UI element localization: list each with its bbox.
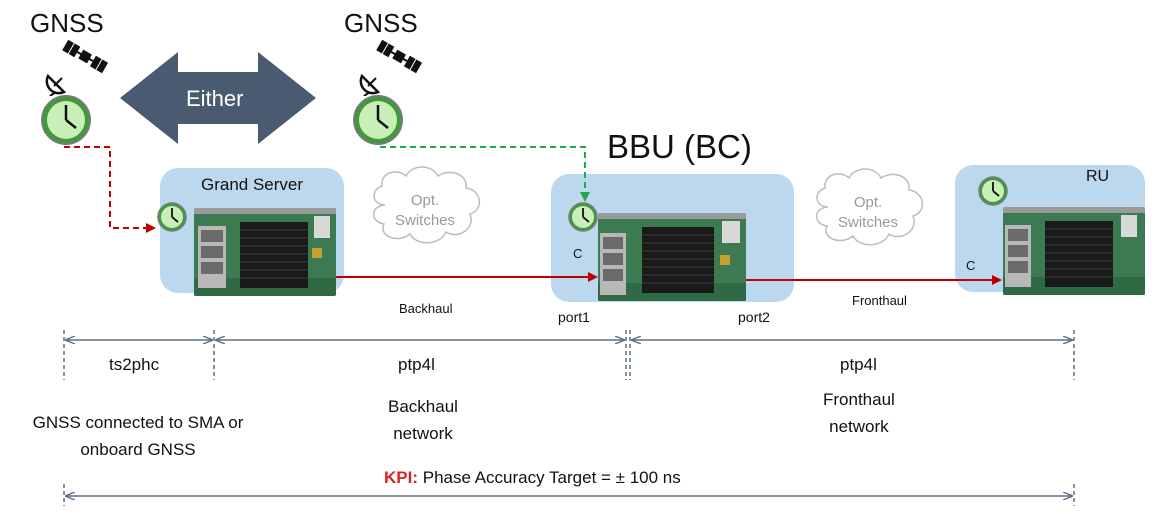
bbu-title: BBU (BC)	[607, 128, 752, 165]
c-label-ru: C	[966, 258, 976, 273]
antenna-icon-left	[44, 70, 70, 96]
clock-icon-ru	[978, 176, 1008, 206]
cloud-left-line1: Opt.	[410, 192, 440, 209]
opt-switches-cloud-right	[815, 168, 923, 246]
fronthaul-network-label: Fronthaul network	[823, 386, 895, 440]
backhaul-network-line2: network	[393, 424, 453, 443]
clock-icon-bbu	[568, 202, 598, 232]
clock-icon-gnss-left	[40, 94, 92, 146]
gnss-to-grand-server-dashed	[64, 146, 156, 233]
gnss-label-right: GNSS	[344, 8, 418, 38]
backhaul-network-line1: Backhaul	[388, 397, 458, 416]
c-label-bbu: C	[573, 246, 583, 261]
gnss-label-left: GNSS	[30, 8, 104, 38]
kpi-text: Phase Accuracy Target = ± 100 ns	[422, 468, 681, 487]
satellite-icon-left	[60, 40, 112, 74]
fronthaul-label: Fronthaul	[852, 293, 907, 308]
port2-label: port2	[738, 309, 770, 325]
kpi-prefix: KPI:	[384, 468, 418, 487]
cloud-right-text: Opt. Switches	[823, 193, 913, 233]
backhaul-network-label: Backhaul network	[388, 393, 458, 447]
ru-nic-card	[1003, 207, 1145, 295]
clock-icon-grand-server	[157, 202, 187, 232]
bbu-nic-card	[598, 213, 746, 301]
backhaul-label: Backhaul	[399, 301, 453, 316]
cloud-right-line1: Opt.	[853, 194, 883, 211]
cloud-left-line2: Switches	[394, 212, 456, 229]
fronthaul-network-line2: network	[829, 417, 889, 436]
cloud-left-text: Opt. Switches	[380, 191, 470, 231]
ru-label: RU	[1086, 168, 1110, 185]
cloud-right-line2: Switches	[837, 214, 899, 231]
dimension-ticks	[63, 330, 1075, 506]
gnss-note-line2: onboard GNSS	[80, 440, 196, 459]
either-double-arrow	[120, 52, 316, 144]
ptp4l-right-label: ptp4l	[840, 355, 877, 374]
gnss-to-bbu-dashed	[380, 146, 590, 202]
gnss-note-line1: GNSS connected to SMA or	[32, 413, 244, 432]
ptp4l-left-label: ptp4l	[398, 355, 435, 374]
opt-switches-cloud-left	[372, 166, 480, 244]
clock-icon-gnss-right	[352, 94, 404, 146]
ts2phc-label: ts2phc	[109, 355, 160, 374]
fronthaul-network-line1: Fronthaul	[823, 390, 895, 409]
antenna-icon-right	[358, 70, 384, 96]
kpi-label: KPI: Phase Accuracy Target = ± 100 ns	[384, 468, 681, 488]
port1-label: port1	[558, 309, 590, 325]
grand-server-nic-card	[194, 208, 336, 296]
either-label: Either	[186, 86, 244, 111]
satellite-icon-right	[374, 40, 426, 74]
grand-server-label: Grand Server	[201, 175, 304, 194]
gnss-note: GNSS connected to SMA or onboard GNSS	[8, 409, 268, 463]
